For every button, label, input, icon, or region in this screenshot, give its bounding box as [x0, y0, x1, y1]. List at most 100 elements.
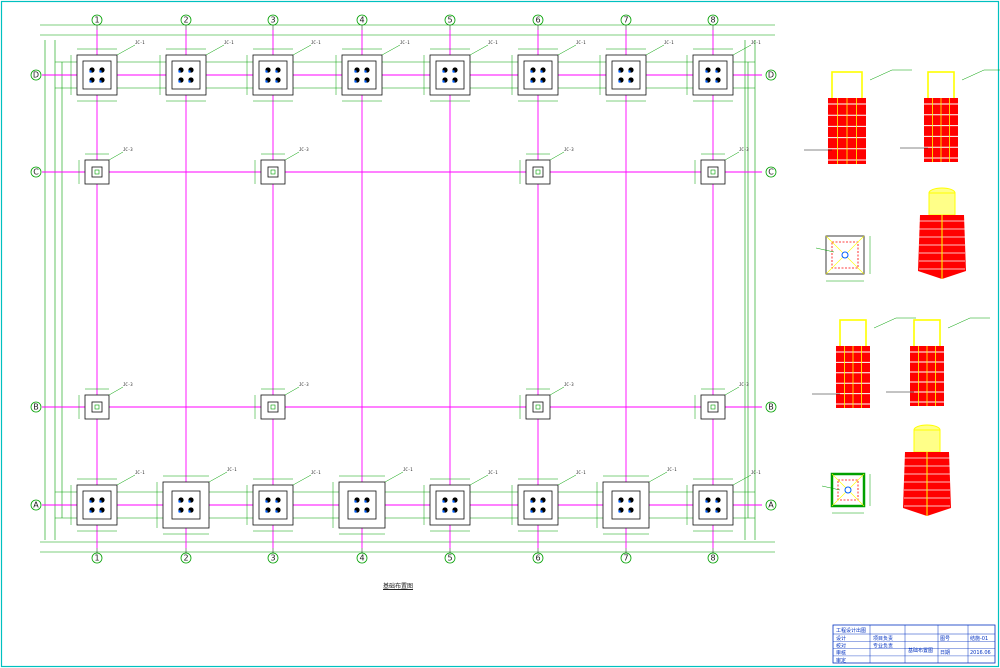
anchor-bolt-mark — [178, 510, 181, 513]
axis-label-A: A — [768, 501, 774, 510]
footing-jc-3: JC-3 — [519, 147, 574, 185]
tag-leader — [557, 474, 577, 486]
anchor-bolt-mark — [364, 500, 367, 503]
anchor-bolt-mark — [188, 80, 191, 83]
tag-leader — [469, 474, 489, 486]
anchor-plate — [710, 404, 716, 410]
footing-jc-1: JC-1 — [156, 467, 237, 535]
section-stirrup — [831, 241, 859, 269]
axis-label-5: 5 — [447, 16, 452, 25]
anchor-bolt-mark — [275, 510, 278, 513]
axis-label-D: D — [768, 71, 774, 80]
axis-label-B: B — [33, 403, 39, 412]
axis-label-3: 3 — [270, 554, 275, 563]
anchor-bolt-mark — [705, 70, 708, 73]
anchor-bolt-mark — [628, 80, 631, 83]
title-block-cell: 设计 — [836, 635, 846, 642]
rebar-cage-elevation-4 — [886, 317, 990, 406]
footing-tag: JC-1 — [751, 470, 761, 475]
anchor-bolt-mark — [618, 70, 621, 73]
title-block-cell: 校对 — [836, 642, 846, 649]
axis-bubble-5 — [444, 14, 456, 26]
anchor-bolt-mark — [452, 70, 455, 73]
footing-jc-3: JC-3 — [254, 147, 309, 185]
title-block-cell: 图号 — [940, 636, 950, 642]
tag-leader — [381, 44, 401, 56]
rebar-cage-elevation-3 — [812, 317, 916, 408]
footing-jc-1: JC-1 — [511, 40, 586, 102]
axis-label-4: 4 — [359, 554, 364, 563]
axis-label-8: 8 — [710, 16, 715, 25]
anchor-bolt-mark — [99, 80, 102, 83]
footing-tag: JC-1 — [664, 40, 674, 45]
axis-label-7: 7 — [623, 554, 628, 563]
column-section-1 — [815, 235, 871, 282]
anchor-bolt-mark — [618, 510, 621, 513]
footing-jc-1: JC-1 — [246, 470, 321, 532]
footing-tag: JC-3 — [123, 147, 133, 152]
anchor-bolt-mark — [530, 510, 533, 513]
axis-bubble-1 — [91, 14, 103, 26]
footing-jc-1: JC-1 — [423, 40, 498, 102]
anchor-bolt-mark — [442, 510, 445, 513]
axis-bubble-C — [30, 166, 42, 178]
anchor-bolt-mark — [364, 80, 367, 83]
pedestal-outline — [171, 490, 201, 520]
footing-jc-1: JC-1 — [332, 467, 413, 535]
axis-bubble-6 — [532, 552, 544, 564]
tag-leader — [205, 44, 225, 56]
tag-leader — [732, 44, 752, 56]
anchor-bolt-mark — [89, 80, 92, 83]
pedestal-outline — [171, 60, 201, 90]
anchor-bolt-mark — [540, 500, 543, 503]
anchor-bolt-mark — [178, 80, 181, 83]
anchor-bolt-mark — [89, 510, 92, 513]
anchor-bolt-mark — [364, 70, 367, 73]
axis-bubble-D — [765, 69, 777, 81]
axis-label-6: 6 — [535, 554, 540, 563]
axis-bubble-A — [765, 499, 777, 511]
axis-label-C: C — [33, 168, 39, 177]
anchor-bolt-mark — [275, 70, 278, 73]
pedestal-outline — [258, 490, 288, 520]
footing-tag: JC-1 — [403, 467, 413, 472]
tag-leader — [108, 386, 124, 396]
axis-bubble-7 — [620, 14, 632, 26]
anchor-bolt-mark — [265, 70, 268, 73]
anchor-bolt-mark — [178, 500, 181, 503]
anchor-bolt-mark — [628, 500, 631, 503]
anchor-plate — [535, 169, 541, 175]
tag-leader — [645, 44, 665, 56]
axis-bubble-8 — [707, 14, 719, 26]
tag-leader — [292, 44, 312, 56]
tag-leader — [549, 151, 565, 161]
footing-tag: JC-1 — [227, 467, 237, 472]
pedestal-outline — [91, 166, 103, 178]
axis-bubble-2 — [180, 14, 192, 26]
anchor-bolt-mark — [530, 70, 533, 73]
detail-leader — [961, 69, 985, 81]
anchor-bolt-mark — [89, 70, 92, 73]
axis-bubble-6 — [532, 14, 544, 26]
tag-leader — [116, 474, 136, 486]
anchor-bolt-mark — [715, 70, 718, 73]
anchor-bolt-mark — [452, 80, 455, 83]
footing-jc-1: JC-1 — [423, 470, 498, 532]
pedestal-outline — [611, 60, 641, 90]
axis-label-C: C — [768, 168, 774, 177]
footing-jc-3: JC-3 — [519, 382, 574, 420]
anchor-bolt-mark — [442, 70, 445, 73]
pedestal-outline — [532, 166, 544, 178]
anchor-bolt-mark — [452, 500, 455, 503]
axis-label-8: 8 — [710, 554, 715, 563]
anchor-bolt-mark — [99, 510, 102, 513]
pedestal-outline — [435, 490, 465, 520]
axis-label-3: 3 — [270, 16, 275, 25]
section-center — [844, 486, 852, 494]
title-block-cell: 日期 — [940, 650, 950, 656]
anchor-bolt-mark — [275, 80, 278, 83]
tag-leader — [469, 44, 489, 56]
grid-lines — [42, 18, 762, 556]
